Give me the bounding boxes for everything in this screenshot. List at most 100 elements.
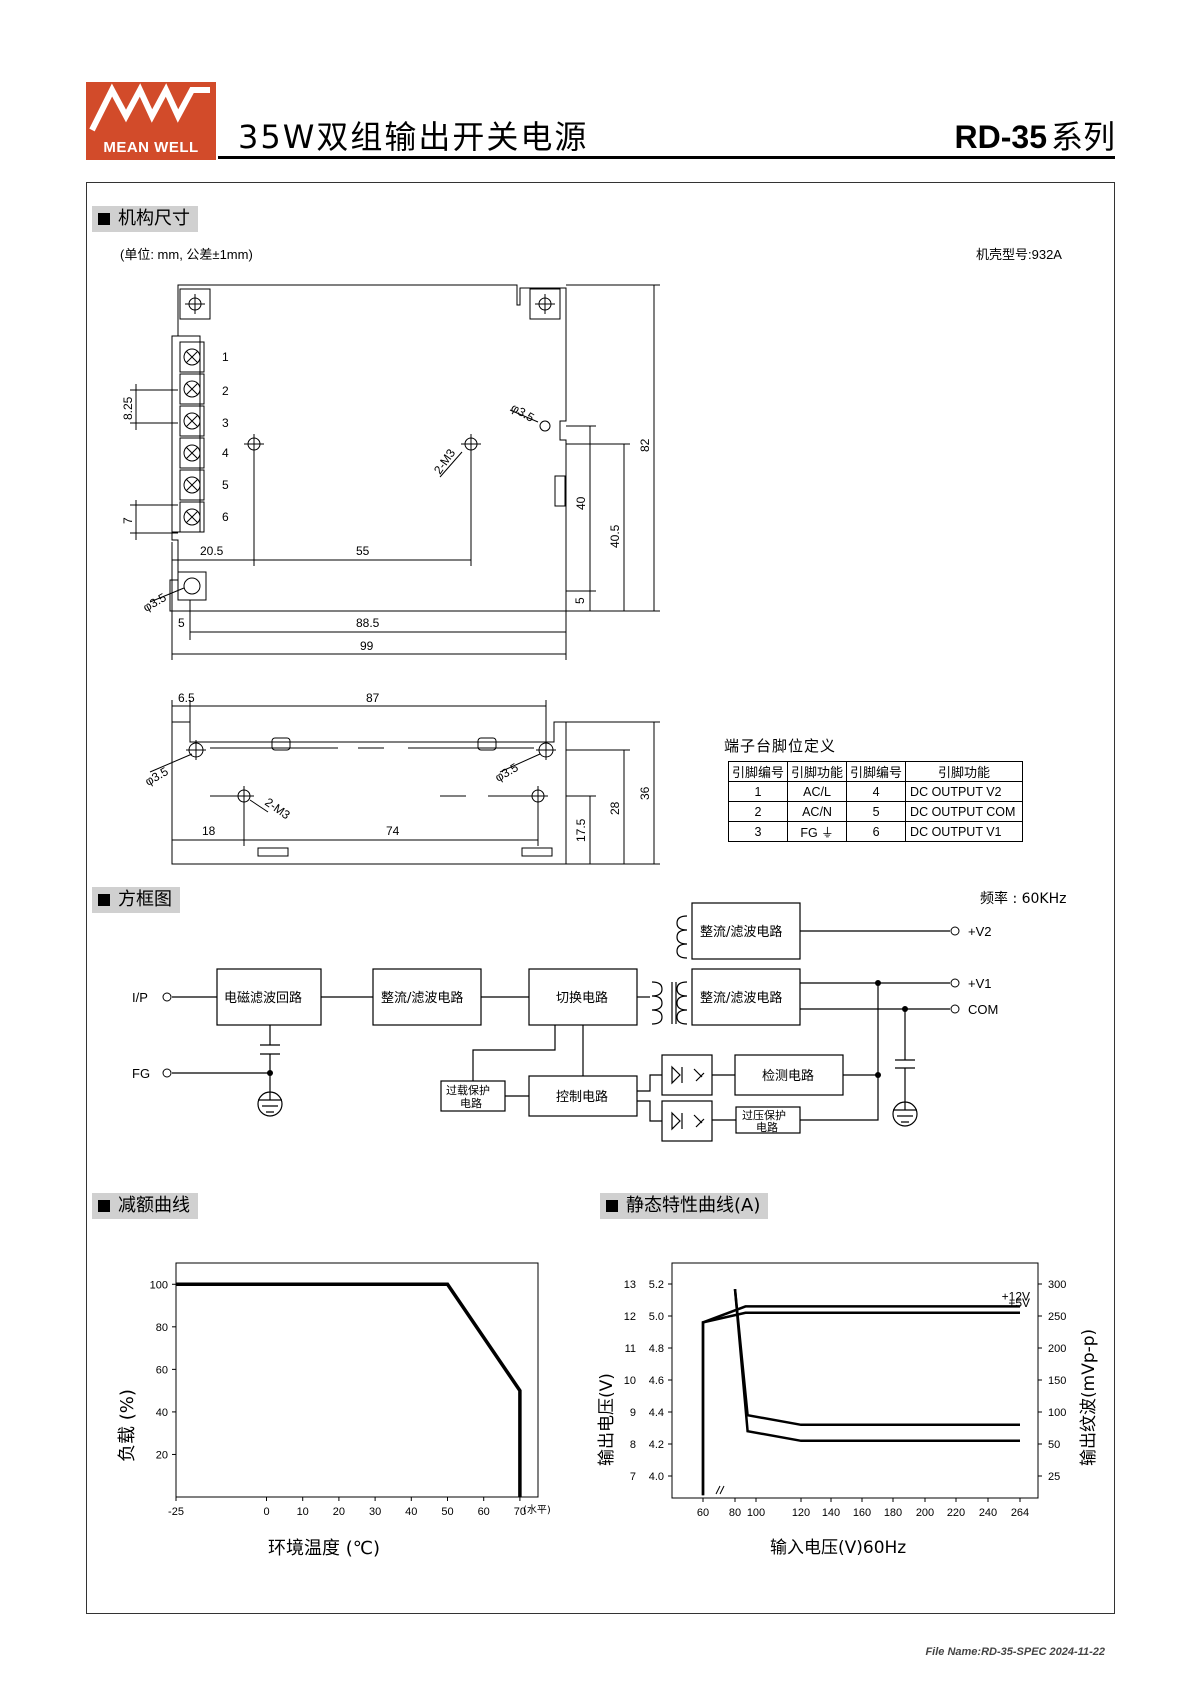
dim-20-5: 20.5: [200, 544, 224, 558]
block-rect-v1-label: 整流/滤波电路: [700, 990, 782, 1006]
dim-87: 87: [366, 691, 380, 705]
terminal-number-5: 5: [222, 478, 229, 492]
section-mechanical: 机构尺寸: [92, 206, 198, 232]
terminal-number-6: 6: [222, 510, 229, 524]
static-x-tick-label: 120: [792, 1507, 810, 1519]
static-y-right-tick-label: 250: [1048, 1311, 1066, 1323]
static-x-tick-label: 264: [1011, 1507, 1029, 1519]
static-y-left-tick-label-5v: 5.0: [649, 1311, 664, 1323]
header-pin-no-1: 引脚编号: [727, 761, 789, 782]
frequency-label: 频率 : 60KHz: [980, 891, 1067, 907]
pin-table-title: 端子台脚位定义: [724, 737, 837, 755]
block-rect-in-label: 整流/滤波电路: [381, 990, 463, 1006]
static-y-left-tick-label-5v: 4.6: [649, 1375, 664, 1387]
static-y-right-tick-label: 150: [1048, 1375, 1066, 1387]
derating-y-tick-label: 100: [150, 1279, 168, 1291]
derating-x-tick-label: 60: [478, 1506, 490, 1518]
static-x-tick-label: 60: [697, 1507, 709, 1519]
pin-cell: AC/L: [787, 781, 848, 802]
block-emi-label: 电磁滤波回路: [224, 990, 302, 1006]
static-series-label: +12V: [1002, 1289, 1030, 1303]
page-title: 35W双组输出开关电源: [238, 118, 589, 156]
static-y-left-tick-label-12v: 9: [630, 1407, 636, 1419]
derating-x-tick-label: 0: [263, 1506, 269, 1518]
block-ovp-label-2: 电路: [756, 1121, 778, 1134]
output-v2-label: +V2: [968, 924, 992, 939]
block-ovp-label-1: 过压保护: [742, 1108, 786, 1122]
dim-7: 7: [121, 517, 135, 524]
static-y-left-tick-label-12v: 13: [624, 1279, 636, 1291]
brand-name: MEAN WELL: [103, 139, 199, 156]
static-x-tick-label: 220: [947, 1507, 965, 1519]
dim-82: 82: [638, 438, 652, 452]
terminal-number-3: 3: [222, 416, 229, 430]
static-y-left-tick-label-12v: 7: [630, 1471, 636, 1483]
derating-xlabel: 环境温度 (℃): [268, 1538, 380, 1559]
static-x-tick-label: 80: [729, 1507, 741, 1519]
dim-99: 99: [360, 639, 374, 653]
terminal-block: [179, 341, 205, 533]
derating-y-tick-label: 40: [156, 1407, 168, 1419]
dim-8-25: 8.25: [121, 396, 135, 420]
dim-5-left: 5: [178, 616, 185, 630]
static-y-left-tick-label-12v: 12: [624, 1311, 636, 1323]
block-ocp-label-1: 过载保护: [446, 1083, 490, 1097]
derating-ylabel: 负载 (%): [117, 1389, 138, 1462]
dim-28: 28: [608, 801, 622, 815]
static-y-right-tick-label: 25: [1048, 1471, 1060, 1483]
dim-18: 18: [202, 824, 216, 838]
derating-x-unit: (水平): [523, 1504, 551, 1516]
static-y-left-tick-label-5v: 5.2: [649, 1279, 664, 1291]
static-x-tick-label: 200: [916, 1507, 934, 1519]
block-detect-label: 检测电路: [762, 1068, 814, 1084]
dim-74: 74: [386, 824, 400, 838]
dim-88-5: 88.5: [356, 616, 380, 630]
section-derating: 减额曲线: [92, 1193, 198, 1219]
block-ocp-label-2: 电路: [460, 1097, 482, 1110]
static-curve-+12V: [701, 1305, 1020, 1496]
static-axis-break: [715, 1485, 725, 1495]
pin-table: 引脚编号 引脚功能 引脚编号 引脚功能 1 AC/L 4 DC OUTPUT V…: [727, 761, 1024, 842]
derating-y-tick-label: 80: [156, 1322, 168, 1334]
static-x-tick-label: 100: [747, 1507, 765, 1519]
block-rect-v2-label: 整流/滤波电路: [700, 924, 782, 940]
content-frame: [86, 182, 1115, 1614]
static-x-tick-label: 160: [853, 1507, 871, 1519]
static-plot-area: [671, 1262, 1039, 1499]
derating-x-tick-label: 10: [297, 1506, 309, 1518]
series-code: RD-35: [954, 119, 1047, 155]
static-xlabel: 输入电压(V)60Hz: [770, 1538, 906, 1558]
block-rect-v1: [691, 968, 801, 1026]
derating-x-tick-label: 70: [514, 1506, 526, 1518]
static-ylabel-right: 输出纹波(mVp-p): [1079, 1329, 1099, 1466]
dim-40: 40: [574, 496, 588, 510]
pin-cell: DC OUTPUT V1: [905, 821, 1024, 842]
derating-y-tick-label: 20: [156, 1449, 168, 1461]
pin-cell: 3: [727, 821, 789, 842]
input-fg-label: FG: [132, 1066, 150, 1081]
static-y-right-tick-label: 300: [1048, 1279, 1066, 1291]
block-switch-label: 切换电路: [556, 990, 608, 1006]
terminal-number-1: 1: [222, 350, 229, 364]
mw-logo-mark: [89, 83, 210, 132]
header-pin-func-1: 引脚功能: [787, 761, 848, 782]
dim-36: 36: [638, 786, 652, 800]
derating-x-tick-label: 40: [405, 1506, 417, 1518]
pin-cell: FG ⏚: [787, 821, 848, 842]
header-rule: [218, 156, 1115, 159]
static-series-label: +5V: [1008, 1296, 1030, 1310]
unit-note: (单位: mm, 公差±1mm): [120, 247, 253, 262]
derating-curve: [176, 1282, 522, 1497]
footer-file-name: File Name:RD-35-SPEC 2024-11-22: [925, 1646, 1105, 1658]
static-x-tick-label: 180: [884, 1507, 902, 1519]
table-row: 3 FG ⏚ 6 DC OUTPUT V1: [727, 821, 1024, 842]
derating-x-tick-label: 50: [441, 1506, 453, 1518]
terminal-number-2: 2: [222, 384, 229, 398]
dim-17-5: 17.5: [574, 818, 588, 842]
static-y-left-tick-label-12v: 8: [630, 1439, 636, 1451]
